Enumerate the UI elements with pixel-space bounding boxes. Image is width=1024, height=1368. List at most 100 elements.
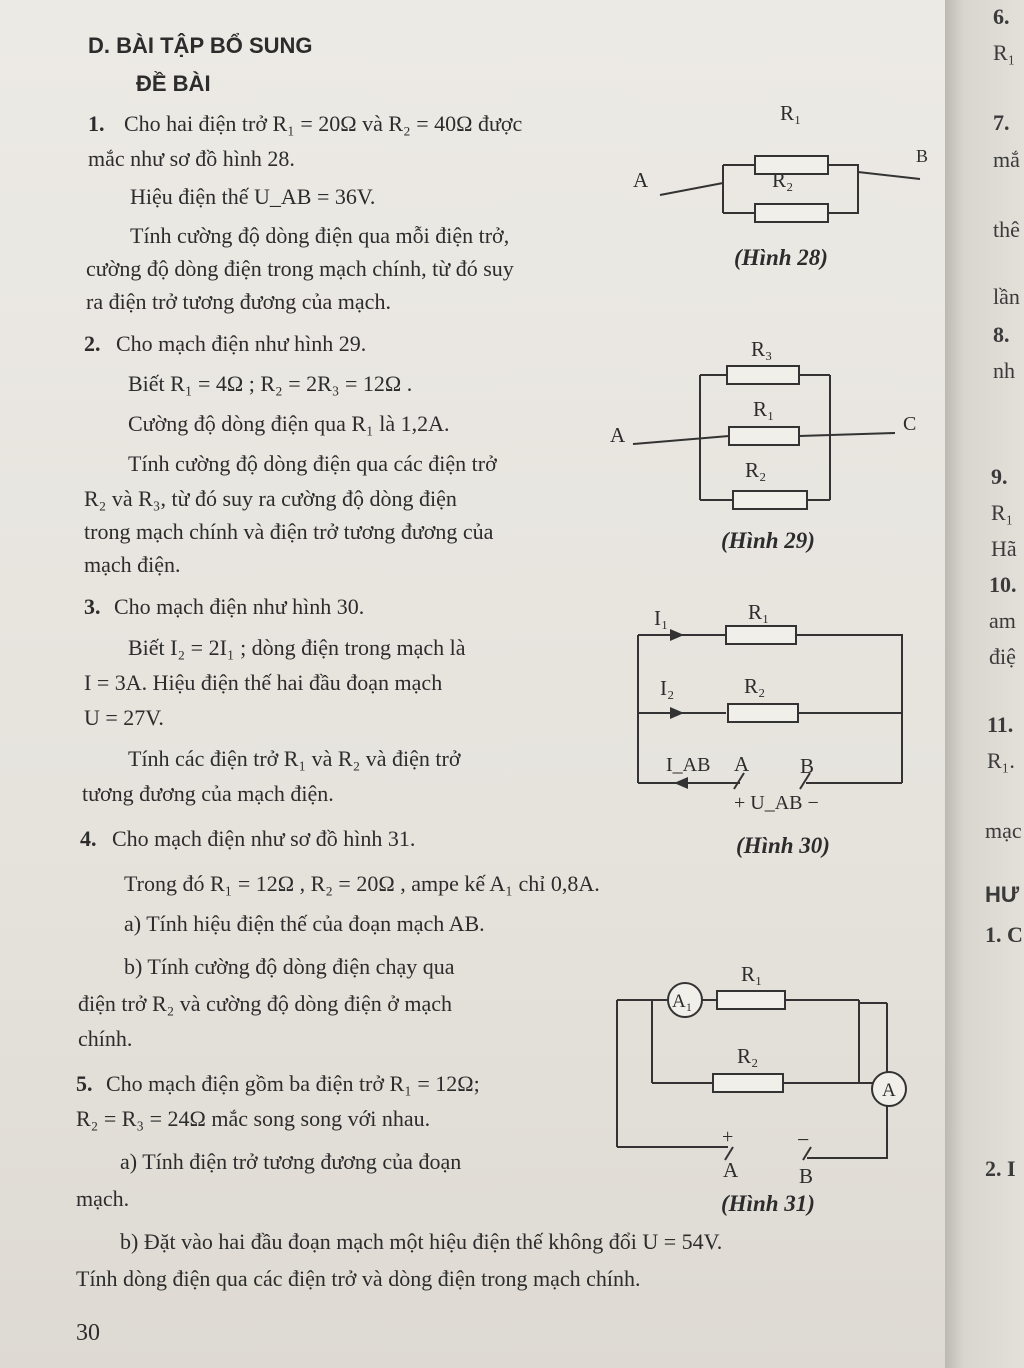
problem-number: 3.	[84, 594, 101, 619]
label-i2: I₂	[660, 676, 674, 700]
edge-text: 8.	[993, 322, 1010, 347]
problem-text: Cho mạch điện gồm ba điện trở R₁ = 12Ω;	[106, 1071, 480, 1096]
problem-text: trong mạch chính và điện trở tương đương…	[84, 519, 494, 544]
resistor-r2	[732, 490, 808, 510]
ammeter-a	[871, 1071, 907, 1107]
current-arrow-i1	[670, 629, 684, 641]
problem-number: 5.	[76, 1071, 93, 1096]
problem-number: 4.	[80, 826, 97, 851]
edge-text: R₁	[991, 500, 1014, 525]
resistor-r2	[727, 703, 799, 723]
problem-text: cường độ dòng điện trong mạch chính, từ …	[86, 256, 514, 281]
problem-text: mắc như sơ đồ hình 28.	[88, 146, 295, 171]
resistor-r1	[754, 155, 829, 175]
problem-text: Tính cường độ dòng điện qua các điện trở	[128, 451, 497, 476]
label-c: C	[903, 413, 916, 435]
label-r2: R₂	[744, 674, 765, 698]
ammeter-a1	[667, 982, 703, 1018]
problem-text: I = 3A. Hiệu điện thế hai đầu đoạn mạch	[84, 670, 443, 695]
problem-text: Tính cường độ dòng điện qua mỗi điện trở…	[130, 223, 510, 248]
figure-caption: (Hình 30)	[736, 833, 830, 858]
label-r2: R₂	[745, 458, 766, 482]
label-a: A	[633, 168, 649, 192]
page-number: 30	[76, 1320, 100, 1346]
problem-text: chính.	[78, 1026, 133, 1051]
textbook-page: D. BÀI TẬP BỔ SUNG ĐỀ BÀI 1. Cho hai điệ…	[0, 0, 945, 1368]
edge-text: 7.	[993, 110, 1010, 135]
problem-text: Cho mạch điện như sơ đồ hình 31.	[112, 826, 416, 851]
problem-text: Biết R₁ = 4Ω ; R₂ = 2R₃ = 12Ω .	[128, 371, 413, 396]
problem-text: b) Tính cường độ dòng điện chạy qua	[124, 954, 455, 979]
current-arrow-iab	[674, 777, 688, 789]
problem-text: Cường độ dòng điện qua R₁ là 1,2A.	[128, 411, 450, 436]
problem-text: tương đương của mạch điện.	[82, 781, 334, 806]
edge-text: mắ	[993, 147, 1020, 172]
current-arrow-i2	[670, 707, 684, 719]
problem-text: điện trở R₂ và cường độ dòng điện ở mạch	[78, 991, 453, 1016]
edge-text: nh	[993, 358, 1015, 383]
figure-31-circuit: R₁ R₂ + − A B A₁ A (Hình 31)	[616, 962, 907, 1216]
problem-text: a) Tính điện trở tương đương của đoạn	[120, 1149, 462, 1174]
edge-text: thê	[993, 217, 1020, 242]
figure-28-circuit: R₁ R₂ A B (Hình 28)	[633, 101, 928, 270]
edge-text: mạc	[985, 818, 1022, 843]
resistor-r2	[754, 203, 829, 223]
edge-text: Hã	[991, 536, 1017, 561]
edge-text: HƯ	[985, 882, 1020, 907]
resistor-r1	[728, 426, 800, 446]
edge-text: lần	[993, 284, 1020, 309]
problem-text: Hiệu điện thế U_AB = 36V.	[130, 184, 376, 209]
label-b: B	[916, 146, 928, 166]
resistor-r2	[712, 1073, 784, 1093]
problem-text: mạch điện.	[84, 552, 181, 577]
label-a: A	[734, 752, 750, 776]
edge-text: 2. I	[985, 1156, 1016, 1181]
resistor-r1	[725, 625, 797, 645]
problem-text: Trong đó R₁ = 12Ω , R₂ = 20Ω , ampe kế A…	[124, 871, 600, 896]
problem-text: Tính dòng điện qua các điện trở và dòng …	[76, 1266, 641, 1291]
section-title: D. BÀI TẬP BỔ SUNG	[88, 33, 313, 58]
label-r1: R₁	[780, 101, 801, 125]
figure-caption: (Hình 28)	[734, 245, 828, 270]
figure-caption: (Hình 29)	[721, 528, 815, 553]
edge-text: R₁.	[987, 748, 1015, 773]
label-ammeter: A	[882, 1080, 896, 1101]
problem-number: 2.	[84, 331, 101, 356]
next-page-edge: 6. R₁ 7. mắ thê lần 8. nh 9. R₁ Hã 10. a…	[945, 0, 1024, 1368]
edge-text: am	[989, 608, 1016, 633]
label-r2: R₂	[737, 1044, 758, 1068]
edge-text: 9.	[991, 464, 1008, 489]
problem-text: a) Tính hiệu điện thế của đoạn mạch AB.	[124, 911, 485, 936]
label-uab: + U_AB −	[734, 792, 819, 814]
edge-text: 1. C	[985, 922, 1023, 947]
label-i1: I₁	[654, 606, 668, 630]
problem-text: U = 27V.	[84, 705, 164, 730]
label-a: A	[610, 423, 626, 447]
edge-text: 11.	[987, 712, 1014, 737]
problem-text: b) Đặt vào hai đầu đoạn mạch một hiệu đi…	[120, 1229, 723, 1254]
label-plus: +	[722, 1126, 733, 1148]
label-minus: −	[797, 1127, 809, 1152]
problem-text: mạch.	[76, 1186, 130, 1211]
label-r1: R₁	[741, 962, 762, 986]
problem-text: R₂ = R₃ = 24Ω mắc song song với nhau.	[76, 1106, 431, 1131]
problem-text: ra điện trở tương đương của mạch.	[86, 289, 391, 314]
section-subtitle: ĐỀ BÀI	[136, 71, 211, 96]
problem-text: Cho mạch điện như hình 30.	[114, 594, 365, 619]
problem-number: 1.	[88, 111, 105, 136]
label-r1: R₁	[753, 397, 774, 421]
problem-text: Tính các điện trở R₁ và R₂ và điện trở	[128, 746, 461, 771]
resistor-r3	[726, 365, 800, 385]
problem-text: R₂ và R₃, từ đó suy ra cường độ dòng điệ…	[84, 486, 457, 511]
problem-text: Cho mạch điện như hình 29.	[116, 331, 367, 356]
problem-text: Cho hai điện trở R₁ = 20Ω và R₂ = 40Ω đư…	[124, 111, 523, 136]
label-r1: R₁	[748, 600, 769, 624]
edge-text: 10.	[989, 572, 1017, 597]
figure-caption: (Hình 31)	[721, 1191, 815, 1216]
figure-30-circuit: I₁ R₁ I₂ R₂ I_AB A B + U_AB − (Hình 30)	[637, 600, 903, 858]
label-iab: I_AB	[666, 754, 710, 776]
figure-29-circuit: R₃ R₁ R₂ A C (Hình 29)	[610, 337, 916, 553]
label-a: A	[723, 1158, 739, 1182]
label-b: B	[800, 754, 814, 778]
edge-text: 6.	[993, 4, 1010, 29]
